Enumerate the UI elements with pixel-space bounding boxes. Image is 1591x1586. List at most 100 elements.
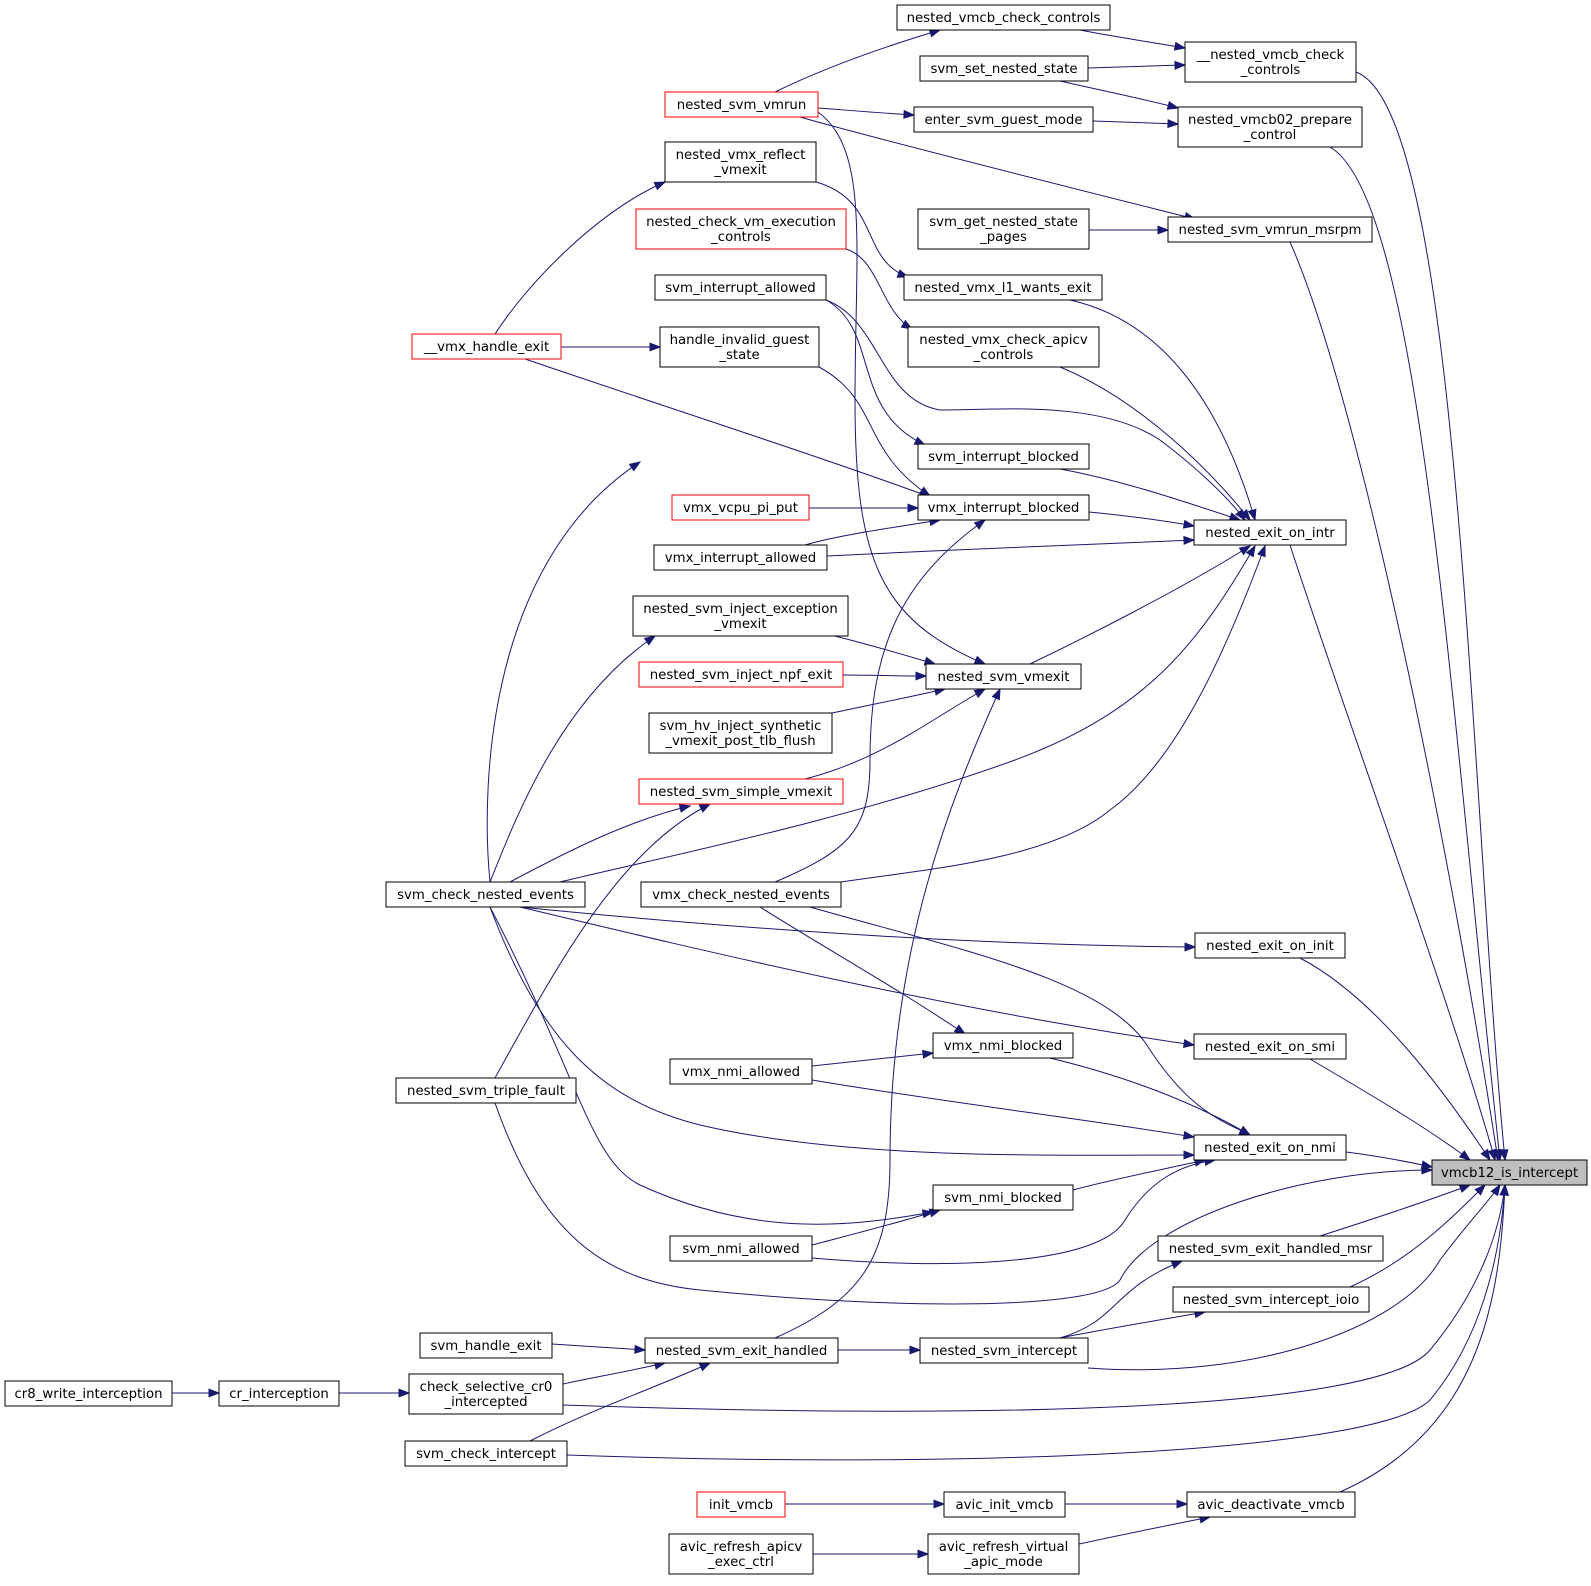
node-nested-svm-exit-handled[interactable]: nested_svm_exit_handled	[644, 1337, 839, 1364]
node-cr8-write-interception[interactable]: cr8_write_interception	[4, 1380, 173, 1407]
node-box[interactable]	[927, 1533, 1080, 1575]
node-nested-svm-inject-npf-exit[interactable]: nested_svm_inject_npf_exit	[638, 661, 844, 688]
node-vmx-nmi-allowed[interactable]: vmx_nmi_allowed	[669, 1058, 813, 1085]
node-box[interactable]	[404, 1440, 568, 1467]
node-cr-interception[interactable]: cr_interception	[218, 1380, 340, 1407]
node-svm-interrupt-blocked[interactable]: svm_interrupt_blocked	[917, 443, 1090, 470]
node-check-selective-cr0-intercepted[interactable]: check_selective_cr0_intercepted	[408, 1373, 564, 1415]
node-box[interactable]	[896, 4, 1111, 31]
node-box[interactable]	[669, 1058, 813, 1085]
node-box[interactable]	[408, 1373, 564, 1415]
node-nested-svm-intercept-ioio[interactable]: nested_svm_intercept_ioio	[1172, 1286, 1370, 1313]
node-box[interactable]	[644, 1337, 839, 1364]
node-nested-svm-inject-exception-vmexit[interactable]: nested_svm_inject_exception_vmexit	[632, 595, 849, 637]
node-avic-init-vmcb[interactable]: avic_init_vmcb	[943, 1491, 1066, 1518]
node-nested-svm-vmrun[interactable]: nested_svm_vmrun	[664, 91, 819, 118]
node-box[interactable]	[671, 494, 810, 521]
node-box[interactable]	[638, 778, 844, 805]
node-vmx-check-nested-events[interactable]: vmx_check_nested_events	[640, 881, 842, 908]
node-box[interactable]	[395, 1077, 577, 1104]
node-avic-deactivate-vmcb[interactable]: avic_deactivate_vmcb	[1186, 1491, 1356, 1518]
node-box[interactable]	[919, 1337, 1089, 1364]
node-box[interactable]	[696, 1491, 786, 1518]
node-box[interactable]	[1431, 1159, 1588, 1186]
node-init-vmcb[interactable]: init_vmcb	[696, 1491, 786, 1518]
node-box[interactable]	[1172, 1286, 1370, 1313]
node-svm-hv-inject-synthetic-vmexit-post-tlb-flush[interactable]: svm_hv_inject_synthetic_vmexit_post_tlb_…	[648, 712, 833, 754]
node-svm-handle-exit[interactable]: svm_handle_exit	[419, 1332, 553, 1359]
node-box[interactable]	[925, 663, 1082, 690]
node-box[interactable]	[419, 1332, 553, 1359]
node-box[interactable]	[648, 712, 833, 754]
node-nested-exit-on-intr[interactable]: nested_exit_on_intr	[1193, 519, 1347, 546]
node-box[interactable]	[907, 326, 1100, 368]
node-vmx-interrupt-blocked[interactable]: vmx_interrupt_blocked	[917, 494, 1090, 521]
node-nested-svm-vmexit[interactable]: nested_svm_vmexit	[925, 663, 1082, 690]
node-enter-svm-guest-mode[interactable]: enter_svm_guest_mode	[913, 106, 1094, 133]
node-box[interactable]	[903, 274, 1103, 301]
node-box[interactable]	[653, 544, 828, 571]
node-avic-refresh-virtual-apic-mode[interactable]: avic_refresh_virtual_apic_mode	[927, 1533, 1080, 1575]
node-svm-nmi-allowed[interactable]: svm_nmi_allowed	[669, 1235, 813, 1262]
node-box[interactable]	[1167, 216, 1373, 243]
node-avic-refresh-apicv-exec-ctrl[interactable]: avic_refresh_apicv_exec_ctrl	[668, 1533, 814, 1575]
node-vmx-nmi-blocked[interactable]: vmx_nmi_blocked	[932, 1032, 1074, 1059]
node-box[interactable]	[913, 106, 1094, 133]
node-nested-svm-triple-fault[interactable]: nested_svm_triple_fault	[395, 1077, 577, 1104]
node-box[interactable]	[1193, 1134, 1347, 1161]
node-nested-vmcb-check-controls[interactable]: nested_vmcb_check_controls	[896, 4, 1111, 31]
node-box[interactable]	[917, 208, 1090, 250]
node-box[interactable]	[1193, 519, 1347, 546]
node-vmx-vcpu-pi-put[interactable]: vmx_vcpu_pi_put	[671, 494, 810, 521]
node-nested-exit-on-smi[interactable]: nested_exit_on_smi	[1193, 1033, 1347, 1060]
node-nested-vmx-l1-wants-exit[interactable]: nested_vmx_l1_wants_exit	[903, 274, 1103, 301]
node-box[interactable]	[932, 1184, 1074, 1211]
node-box[interactable]	[669, 1235, 813, 1262]
node-box[interactable]	[919, 55, 1089, 82]
node-svm-get-nested-state-pages[interactable]: svm_get_nested_state_pages	[917, 208, 1090, 250]
node-box[interactable]	[411, 333, 562, 360]
node-nested-svm-exit-handled-msr[interactable]: nested_svm_exit_handled_msr	[1157, 1235, 1384, 1262]
node-handle-invalid-guest-state[interactable]: handle_invalid_guest_state	[659, 326, 820, 368]
node---vmx-handle-exit[interactable]: __vmx_handle_exit	[411, 333, 562, 360]
node-box[interactable]	[664, 91, 819, 118]
node-svm-check-nested-events[interactable]: svm_check_nested_events	[385, 881, 586, 908]
node-box[interactable]	[385, 881, 586, 908]
node-svm-set-nested-state[interactable]: svm_set_nested_state	[919, 55, 1089, 82]
node-nested-svm-simple-vmexit[interactable]: nested_svm_simple_vmexit	[638, 778, 844, 805]
node-box[interactable]	[932, 1032, 1074, 1059]
node-svm-check-intercept[interactable]: svm_check_intercept	[404, 1440, 568, 1467]
node-vmcb12-is-intercept[interactable]: vmcb12_is_intercept	[1431, 1159, 1588, 1186]
node-box[interactable]	[640, 881, 842, 908]
node-nested-check-vm-execution-controls[interactable]: nested_check_vm_execution_controls	[635, 208, 847, 250]
node-box[interactable]	[1157, 1235, 1384, 1262]
node-box[interactable]	[1184, 41, 1357, 83]
node-box[interactable]	[664, 141, 817, 183]
node-nested-exit-on-init[interactable]: nested_exit_on_init	[1194, 932, 1346, 959]
node-nested-vmx-reflect-vmexit[interactable]: nested_vmx_reflect_vmexit	[664, 141, 817, 183]
node-box[interactable]	[943, 1491, 1066, 1518]
node-box[interactable]	[654, 274, 827, 301]
node-svm-nmi-blocked[interactable]: svm_nmi_blocked	[932, 1184, 1074, 1211]
node-svm-interrupt-allowed[interactable]: svm_interrupt_allowed	[654, 274, 827, 301]
node-box[interactable]	[1177, 106, 1363, 148]
node-box[interactable]	[668, 1533, 814, 1575]
node-nested-vmx-check-apicv-controls[interactable]: nested_vmx_check_apicv_controls	[907, 326, 1100, 368]
node-box[interactable]	[1194, 932, 1346, 959]
node-box[interactable]	[638, 661, 844, 688]
node-box[interactable]	[635, 208, 847, 250]
node-nested-svm-vmrun-msrpm[interactable]: nested_svm_vmrun_msrpm	[1167, 216, 1373, 243]
node-vmx-interrupt-allowed[interactable]: vmx_interrupt_allowed	[653, 544, 828, 571]
node-box[interactable]	[218, 1380, 340, 1407]
node-box[interactable]	[632, 595, 849, 637]
node-nested-svm-intercept[interactable]: nested_svm_intercept	[919, 1337, 1089, 1364]
node-box[interactable]	[4, 1380, 173, 1407]
node-box[interactable]	[1186, 1491, 1356, 1518]
node-box[interactable]	[917, 443, 1090, 470]
node-box[interactable]	[659, 326, 820, 368]
node-nested-vmcb02-prepare-control[interactable]: nested_vmcb02_prepare_control	[1177, 106, 1363, 148]
node-box[interactable]	[1193, 1033, 1347, 1060]
node-nested-exit-on-nmi[interactable]: nested_exit_on_nmi	[1193, 1134, 1347, 1161]
node-box[interactable]	[917, 494, 1090, 521]
node---nested-vmcb-check-controls[interactable]: __nested_vmcb_check_controls	[1184, 41, 1357, 83]
